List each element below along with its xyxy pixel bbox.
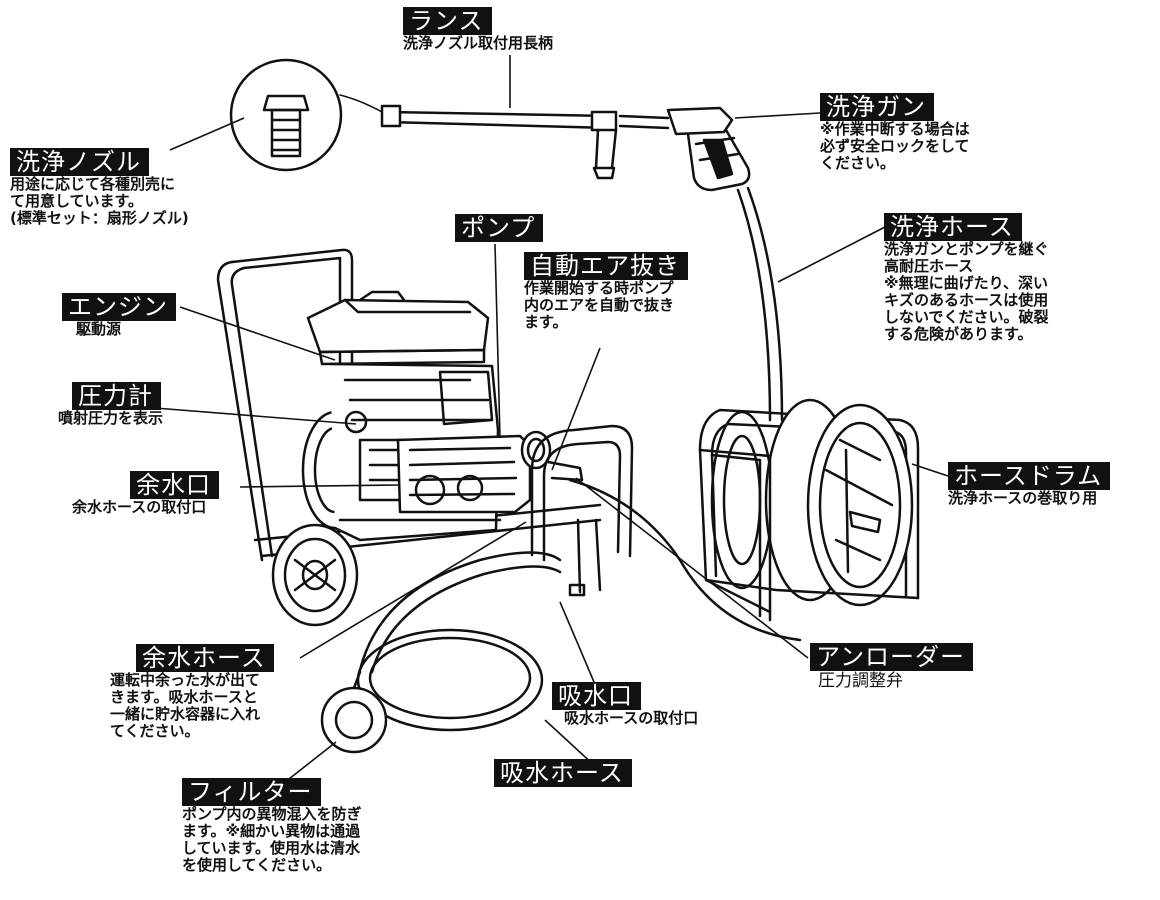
desc-line: しないでください。破裂 xyxy=(884,308,1049,326)
desc-line: 内のエアを自動で抜き xyxy=(524,296,675,314)
label-gun: 洗浄ガン ※作業中断する場合は 必ず安全ロックをして ください。 xyxy=(820,93,970,172)
desc-line: 一緒に貯水容器に入れ xyxy=(110,705,261,723)
leader-gun xyxy=(734,112,821,119)
leader-engine xyxy=(179,306,336,361)
desc-line: 駆動源 xyxy=(76,320,122,338)
label-intake-hose: 吸水ホース xyxy=(494,759,632,787)
label-desc: 用途に応じて各種別売に て用意しています。 (標準セット：扇形ノズル) xyxy=(10,176,189,227)
label-title: 圧力計 xyxy=(72,382,161,410)
front-frame xyxy=(530,424,634,597)
desc-line: (標準セット：扇形ノズル) xyxy=(10,209,189,227)
desc-line: ポンプ内の異物混入を防ぎ xyxy=(182,805,362,823)
leader-hose xyxy=(777,226,886,283)
label-title: ランス xyxy=(403,7,492,35)
left-wheel xyxy=(271,523,359,627)
label-drum: ホースドラム 洗浄ホースの巻取り用 xyxy=(948,462,1111,507)
high-pressure-hose xyxy=(568,186,802,642)
leader-air xyxy=(551,347,601,471)
label-excess-port: 余水口 余水ホースの取付口 xyxy=(72,471,219,516)
desc-line: 吸水ホースの取付口 xyxy=(564,709,699,727)
label-title: 洗浄ノズル xyxy=(10,148,149,176)
desc-line: てください。 xyxy=(110,722,200,740)
filter-drawing xyxy=(320,670,388,754)
desc-line: を使用してください。 xyxy=(182,856,332,874)
hose-drum-drawing xyxy=(698,398,920,622)
label-pump: ポンプ xyxy=(455,214,544,242)
leader-gauge xyxy=(154,407,357,425)
desc-line: ます。※細かい異物は通過 xyxy=(182,822,361,840)
label-title: 洗浄ホース xyxy=(884,213,1022,241)
label-title: 自動エア抜き xyxy=(524,252,688,280)
label-desc: 洗浄ノズル取付用長柄 xyxy=(403,35,553,52)
label-lance: ランス 洗浄ノズル取付用長柄 xyxy=(403,7,553,52)
label-title: アンローダー xyxy=(810,643,974,671)
leader-nozzle xyxy=(169,117,245,151)
label-title: 余水ホース xyxy=(136,644,274,672)
desc-line: 圧力調整弁 xyxy=(818,671,903,691)
label-desc: 洗浄ガンとポンプを継ぐ 高耐圧ホース ※無理に曲げたり、深い キズのあるホースは… xyxy=(884,241,1049,343)
label-filter: フィルター ポンプ内の異物混入を防ぎ ます。※細かい異物は通過 しています。使用… xyxy=(182,778,362,874)
label-desc: 作業開始する時ポンプ 内のエアを自動で抜き ます。 xyxy=(524,280,688,331)
leader-drum xyxy=(911,463,949,477)
label-title: 余水口 xyxy=(130,471,219,499)
desc-line: きます。吸水ホースと xyxy=(110,688,258,706)
leader-unloader xyxy=(575,477,809,659)
label-title: エンジン xyxy=(62,293,176,321)
desc-line: ※作業中断する場合は xyxy=(820,120,970,138)
label-desc: 運転中余った水が出て きます。吸水ホースと 一緒に貯水容器に入れ てください。 xyxy=(110,672,274,740)
label-title: 吸水口 xyxy=(552,682,641,710)
leader-pump xyxy=(494,243,501,439)
intake-hose-coil xyxy=(356,551,562,732)
lance-drawing xyxy=(380,104,670,180)
label-desc: 余水ホースの取付口 xyxy=(72,499,219,516)
leader-intake-port xyxy=(559,601,595,683)
pump-drawing xyxy=(396,430,584,514)
desc-line: ※無理に曲げたり、深い xyxy=(884,274,1048,292)
desc-line: 余水ホースの取付口 xyxy=(72,498,207,516)
desc-line: しています。使用水は清水 xyxy=(182,839,361,857)
desc-line: 用途に応じて各種別売に xyxy=(10,175,176,193)
label-title: ポンプ xyxy=(455,214,544,242)
label-excess-hose: 余水ホース 運転中余った水が出て きます。吸水ホースと 一緒に貯水容器に入れ て… xyxy=(110,644,274,740)
desc-line: て用意しています。 xyxy=(10,192,144,210)
desc-line: ます。 xyxy=(524,313,568,331)
desc-line: ください。 xyxy=(820,154,896,172)
leader-excess-port xyxy=(239,484,401,488)
desc-line: 洗浄ホースの巻取り用 xyxy=(948,489,1098,507)
desc-line: 必ず安全ロックをして xyxy=(820,137,970,155)
label-title: ホースドラム xyxy=(948,462,1111,490)
label-desc: 圧力調整弁 xyxy=(818,671,973,691)
leader-lines xyxy=(154,55,949,791)
spray-gun-drawing xyxy=(666,106,751,192)
label-hose: 洗浄ホース 洗浄ガンとポンプを継ぐ 高耐圧ホース ※無理に曲げたり、深い キズの… xyxy=(884,213,1049,343)
label-nozzle: 洗浄ノズル 用途に応じて各種別売に て用意しています。 (標準セット：扇形ノズル… xyxy=(10,148,189,227)
label-desc: 吸水ホースの取付口 xyxy=(564,710,698,727)
desc-line: 運転中余った水が出て xyxy=(110,671,261,689)
label-desc: ※作業中断する場合は 必ず安全ロックをして ください。 xyxy=(820,121,970,172)
desc-line: 噴射圧力を表示 xyxy=(58,409,164,427)
label-desc: ポンプ内の異物混入を防ぎ ます。※細かい異物は通過 しています。使用水は清水 を… xyxy=(182,806,362,874)
label-gauge: 圧力計 噴射圧力を表示 xyxy=(58,382,163,427)
label-intake-port: 吸水口 吸水ホースの取付口 xyxy=(552,682,698,727)
label-desc: 駆動源 xyxy=(62,321,176,338)
desc-line: 洗浄ノズル取付用長柄 xyxy=(403,34,554,52)
leader-excess-hose xyxy=(299,521,527,659)
label-air: 自動エア抜き 作業開始する時ポンプ 内のエアを自動で抜き ます。 xyxy=(524,252,688,331)
label-title: フィルター xyxy=(182,778,321,806)
nozzle-drawing xyxy=(229,58,383,172)
label-desc: 洗浄ホースの巻取り用 xyxy=(948,490,1110,507)
desc-line: 作業開始する時ポンプ xyxy=(524,279,674,297)
label-desc: 噴射圧力を表示 xyxy=(58,410,163,427)
desc-line: 洗浄ガンとポンプを継ぐ xyxy=(884,240,1049,258)
desc-line: キズのあるホースは使用 xyxy=(884,291,1049,309)
label-engine: エンジン 駆動源 xyxy=(62,293,176,338)
label-title: 吸水ホース xyxy=(494,759,632,787)
label-unloader: アンローダー 圧力調整弁 xyxy=(810,643,974,691)
desc-line: する危険があります。 xyxy=(884,325,1033,343)
desc-line: 高耐圧ホース xyxy=(884,257,974,275)
label-title: 洗浄ガン xyxy=(820,93,934,121)
